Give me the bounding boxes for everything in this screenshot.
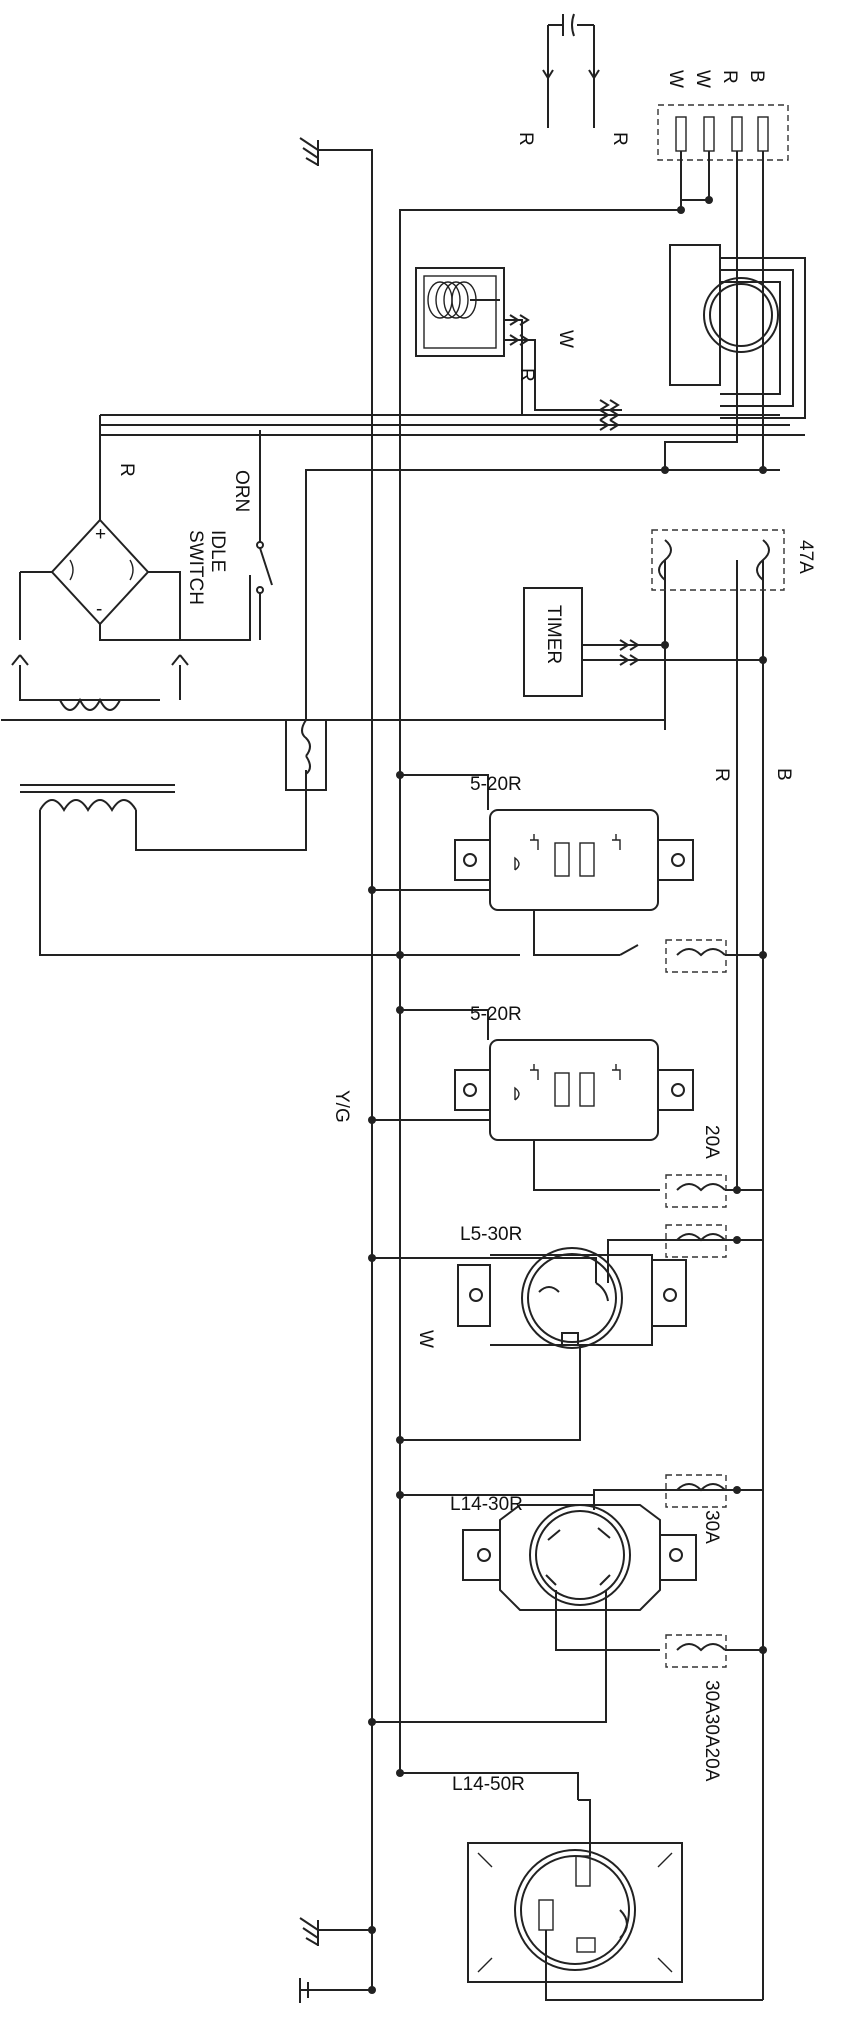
junction-dots [368, 196, 767, 1994]
idle-switch-label-2: SWITCH [185, 530, 206, 605]
breaker-label-30a: 30A [701, 1510, 722, 1544]
bridge-rectifier [19, 415, 251, 641]
breaker-label-stack: 30A30A20A [701, 1680, 722, 1782]
cap-wire-label-left: R [515, 132, 536, 146]
rectifier-wire-label-r: R [116, 463, 137, 477]
rectifier-plus: + [95, 524, 106, 545]
receptacle-label-4: L14-30R [450, 1494, 523, 1515]
terminal-label-w1: W [665, 70, 686, 88]
receptacle-label-5: L14-50R [452, 1774, 525, 1795]
ground-symbol-bottom [299, 1917, 372, 2003]
transformer [11, 654, 400, 956]
receptacle-l14-50r [400, 1772, 763, 2001]
neutral-wire-label-w: W [415, 1330, 436, 1348]
timer-label: TIMER [543, 605, 564, 664]
receptacle-l5-30r [372, 1224, 763, 1441]
terminal-label-b: B [746, 70, 767, 83]
bus-label-r: R [711, 768, 732, 782]
ground-symbol-top [299, 137, 373, 1990]
terminal-block [657, 104, 789, 161]
terminal-label-w2: W [692, 70, 713, 88]
receptacle-l14-30r [372, 1474, 763, 1723]
fuse [285, 469, 780, 791]
breaker-label-20a: 20A [701, 1125, 722, 1159]
field-coil [415, 267, 622, 416]
receptacle-label-1: 5-20R [470, 774, 522, 795]
idle-switch [256, 430, 273, 640]
coil-wire-label-r: R [516, 368, 537, 382]
coil-wire-label-w: W [555, 330, 576, 348]
breaker-label-47a: 47A [795, 540, 816, 574]
timer-box [523, 587, 763, 697]
bus-wires [1, 151, 764, 2000]
bus-label-b: B [773, 768, 794, 781]
idle-switch-label-1: IDLE [207, 530, 228, 572]
main-breaker-47a [651, 529, 785, 591]
receptacle-5-20r-2 [372, 1009, 763, 1208]
receptacle-label-2: 5-20R [470, 1004, 522, 1025]
ground-wire-label-yg: Y/G [331, 1090, 352, 1123]
coil-connectors [100, 399, 805, 436]
capacitor [542, 13, 600, 128]
receptacle-5-20r-1 [372, 774, 763, 973]
cap-wire-label-right: R [609, 132, 630, 146]
rectifier-minus: - [96, 599, 102, 620]
receptacle-label-3: L5-30R [460, 1224, 522, 1245]
orn-label: ORN [231, 470, 252, 512]
terminal-label-r: R [719, 70, 740, 84]
